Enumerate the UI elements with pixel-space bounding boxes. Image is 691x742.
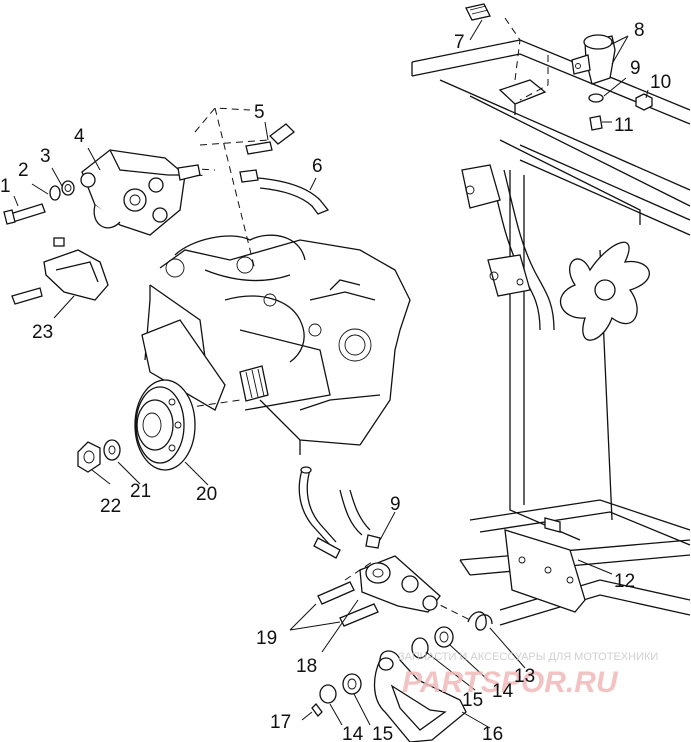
callout-4: 4 — [74, 126, 85, 147]
callout-7: 7 — [454, 32, 465, 53]
vehicle-frame — [411, 39, 691, 626]
lever-assembly — [298, 466, 493, 742]
callout-16: 16 — [482, 724, 503, 742]
callout-8: 8 — [634, 20, 645, 41]
callout-15-right: 15 — [462, 690, 483, 711]
callout-12: 12 — [614, 571, 635, 592]
leader-lines — [13, 19, 649, 729]
callout-9-bottom: 9 — [390, 494, 401, 515]
callout-11: 11 — [614, 115, 634, 136]
watermark: ЗАПЧАСТИ И АКСЕССУАРЫ ДЛЯ МОТОТЕХНИКИ PA… — [398, 651, 658, 699]
callout-10: 10 — [650, 72, 671, 93]
callout-14-right: 14 — [492, 681, 514, 702]
callout-17: 17 — [270, 712, 291, 733]
watermark-text: ЗАПЧАСТИ И АКСЕССУАРЫ ДЛЯ МОТОТЕХНИКИ — [398, 651, 658, 663]
brake-disc-assembly — [77, 379, 196, 473]
callout-6: 6 — [312, 156, 323, 177]
callout-5: 5 — [254, 102, 265, 123]
callout-13: 13 — [514, 666, 535, 687]
callout-15-left: 15 — [372, 724, 393, 742]
callout-23: 23 — [32, 322, 53, 343]
assembly-guide-lines — [99, 17, 549, 621]
callout-labels: 1 2 3 4 5 6 7 8 9 10 11 12 13 14 14 15 1… — [0, 20, 671, 742]
callout-2: 2 — [18, 160, 29, 181]
callout-9-top: 9 — [630, 58, 641, 79]
reservoir-assembly — [465, 3, 653, 131]
callout-19: 19 — [256, 628, 277, 649]
callout-14-left: 14 — [342, 724, 364, 742]
callout-20: 20 — [196, 484, 217, 505]
watermark-logo: PARTSPOR.RU — [402, 666, 619, 699]
callout-21: 21 — [130, 481, 151, 502]
callout-18: 18 — [296, 656, 317, 677]
callout-1: 1 — [0, 176, 11, 197]
caliper-assembly — [3, 123, 330, 305]
callout-22: 22 — [100, 496, 121, 517]
callout-3: 3 — [40, 146, 51, 167]
engine-block — [141, 234, 411, 455]
